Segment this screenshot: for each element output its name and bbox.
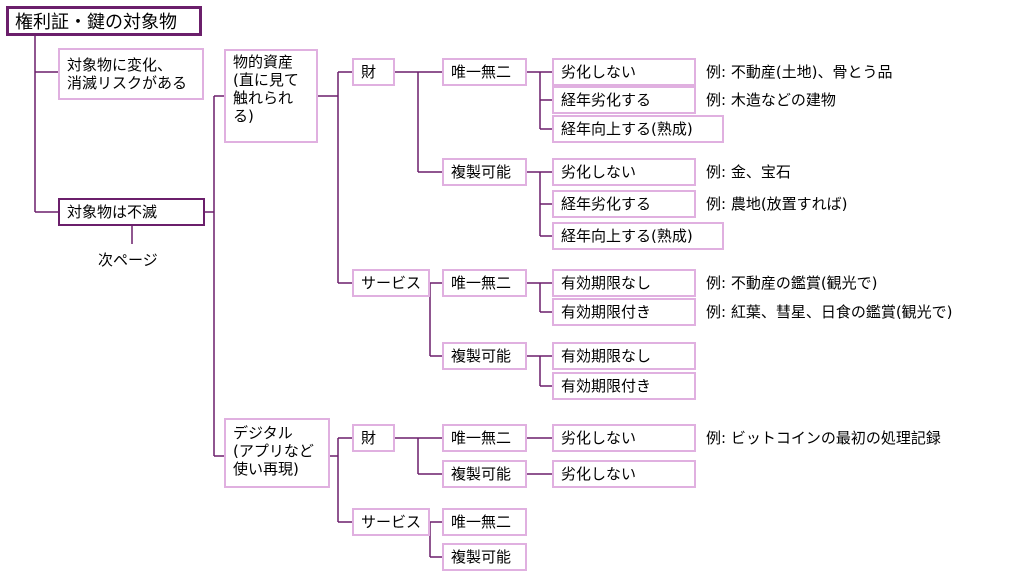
state-no-degrade-box: 劣化しない (552, 58, 696, 86)
risk-box: 対象物に変化、 消滅リスクがある (58, 48, 204, 100)
digital-service-copyable-box: 複製可能 (442, 543, 527, 571)
state-improve-box: 経年向上する(熟成) (552, 115, 724, 143)
physical-assets-box: 物的資産 (直に見て 触れられ る) (224, 49, 318, 143)
example-real-estate: 例: 不動産(土地)、骨とう品 (706, 63, 893, 81)
diagram-title: 権利証・鍵の対象物 (6, 6, 202, 36)
digital-goods-box: 財 (352, 424, 395, 452)
physical-service-copyable-box: 複製可能 (442, 342, 527, 370)
state-expiry-box: 有効期限付き (552, 372, 696, 400)
digital-service-unique-box: 唯一無二 (442, 508, 527, 536)
physical-service-box: サービス (352, 269, 430, 297)
example-farmland: 例: 農地(放置すれば) (706, 195, 848, 213)
physical-service-unique-box: 唯一無二 (442, 269, 527, 297)
physical-goods-copyable-box: 複製可能 (442, 158, 527, 186)
next-page-label: 次ページ (98, 251, 158, 269)
indestructible-box: 対象物は不滅 (58, 198, 205, 226)
digital-box: デジタル (アプリなど 使い再現) (224, 418, 330, 488)
physical-goods-unique-box: 唯一無二 (442, 58, 527, 86)
state-expiry-box: 有効期限付き (552, 298, 696, 326)
state-no-expiry-box: 有効期限なし (552, 269, 696, 297)
state-degrade-box: 経年劣化する (552, 86, 696, 114)
state-no-degrade-box: 劣化しない (552, 158, 696, 186)
digital-goods-unique-box: 唯一無二 (442, 424, 527, 452)
state-no-degrade-box: 劣化しない (552, 424, 696, 452)
physical-goods-box: 財 (352, 58, 395, 86)
state-no-expiry-box: 有効期限なし (552, 342, 696, 370)
digital-service-box: サービス (352, 508, 430, 536)
digital-goods-copyable-box: 複製可能 (442, 460, 527, 488)
example-viewing: 例: 不動産の鑑賞(観光で) (706, 274, 878, 292)
state-improve-box: 経年向上する(熟成) (552, 222, 724, 250)
example-gold: 例: 金、宝石 (706, 163, 791, 181)
state-degrade-box: 経年劣化する (552, 190, 696, 218)
example-bitcoin: 例: ビットコインの最初の処理記録 (706, 429, 941, 447)
example-events: 例: 紅葉、彗星、日食の鑑賞(観光で) (706, 303, 953, 321)
state-no-degrade-box: 劣化しない (552, 460, 696, 488)
example-wood-building: 例: 木造などの建物 (706, 91, 836, 109)
